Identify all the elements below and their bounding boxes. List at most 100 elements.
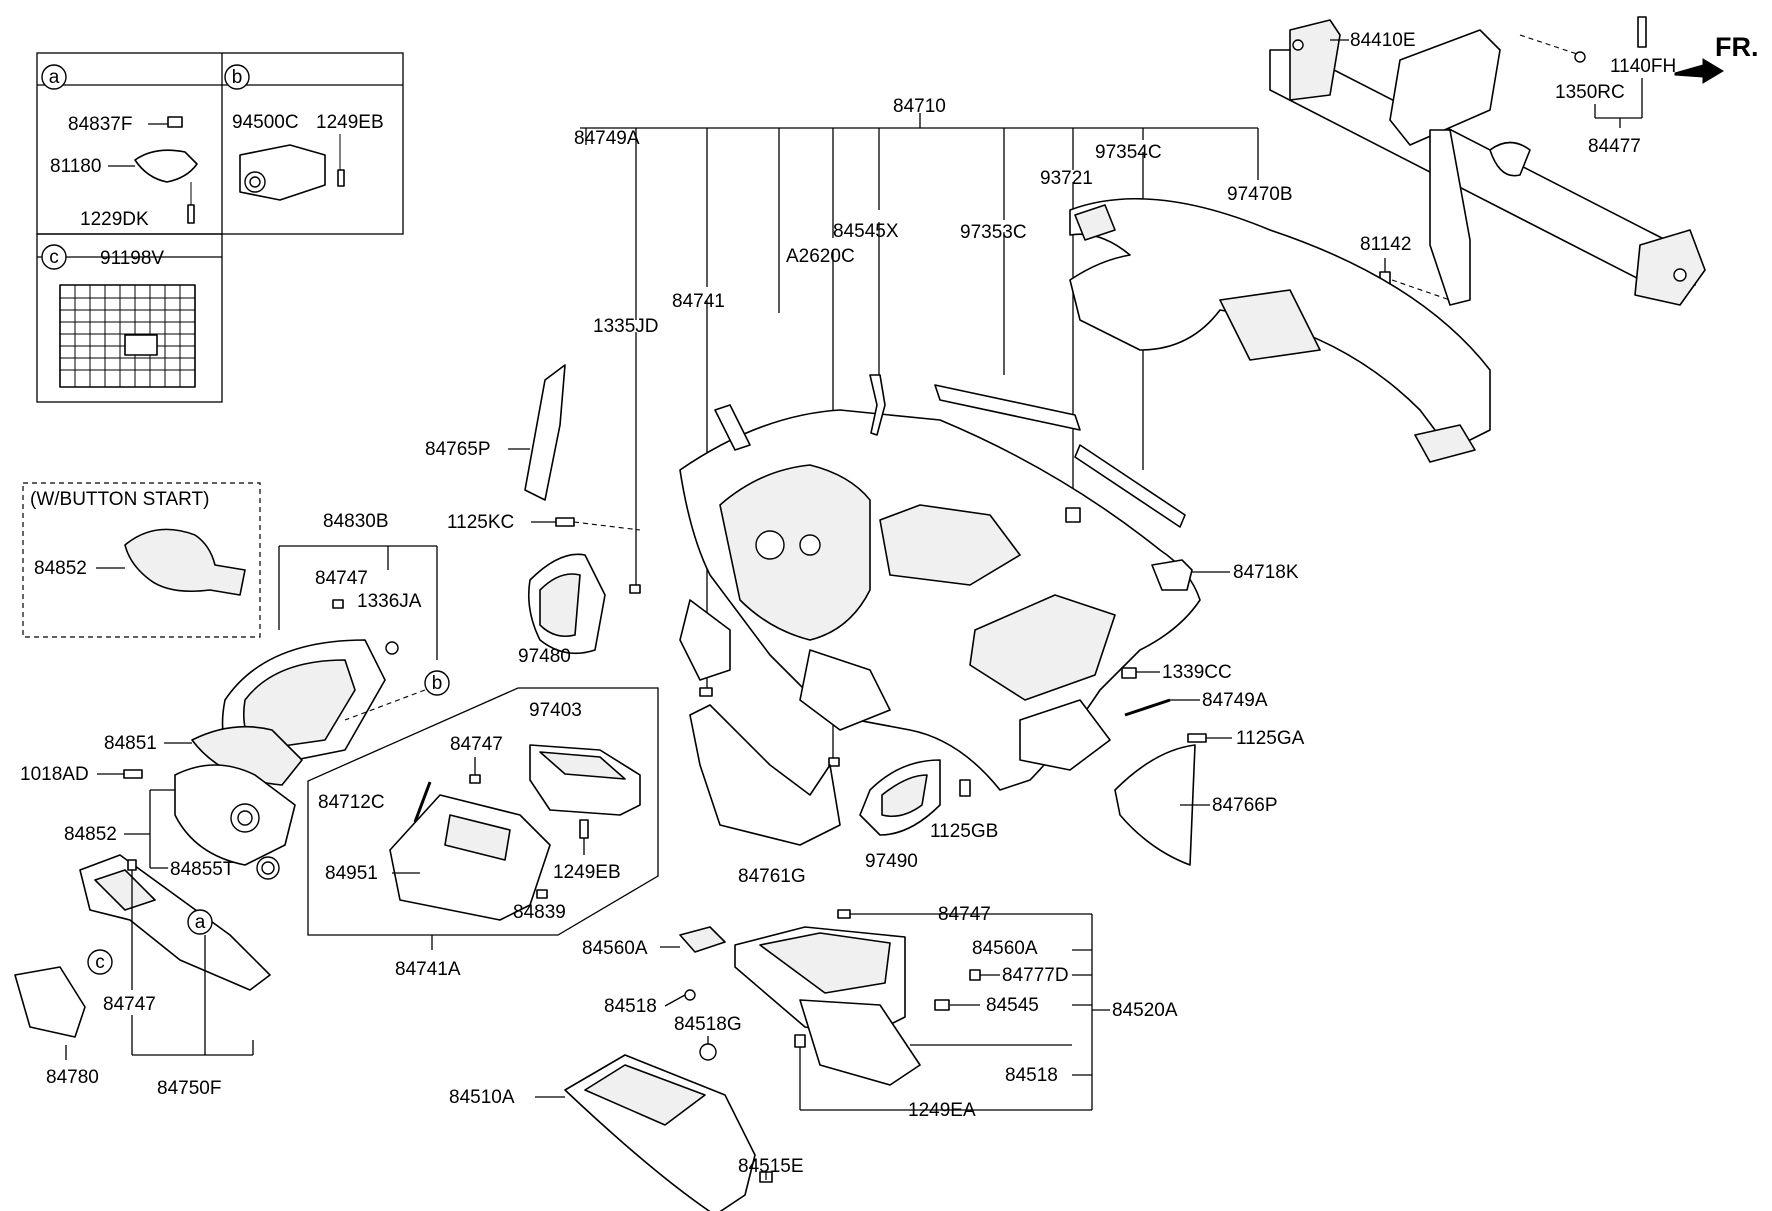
part-label: 93721 <box>1040 168 1093 189</box>
trim-strip-shape <box>413 781 432 823</box>
stopper-shape <box>684 989 696 1001</box>
part-label: 97403 <box>529 700 582 721</box>
part-label: 1336JA <box>357 591 422 612</box>
part-label: 1249EB <box>553 862 621 883</box>
part-label: 97354C <box>1095 142 1162 163</box>
part-label: 1125GB <box>930 821 998 842</box>
variant-title: (W/BUTTON START) <box>30 489 209 510</box>
bolt-shape <box>579 819 589 839</box>
part-label: 84780 <box>46 1067 99 1088</box>
part-label: 84741 <box>672 291 725 312</box>
part-label: 84545 <box>986 995 1039 1016</box>
part-label: 84750F <box>157 1078 221 1099</box>
side-cover-shape <box>524 364 566 501</box>
ref-c2-text: c <box>95 952 105 973</box>
switch-shape <box>679 926 726 953</box>
part-label: 84747 <box>450 734 503 755</box>
part-label: 84852 <box>34 558 87 579</box>
upper-shroud-shape <box>191 725 303 786</box>
defrost-nozzle-shape <box>1074 444 1186 528</box>
stopper-shape <box>699 1043 717 1061</box>
part-label: 84851 <box>104 733 157 754</box>
part-label: A2620C <box>786 246 855 267</box>
ref-circle-a2 <box>187 909 213 935</box>
inset-panel: a b c 84837F 81180 1229DK 94500C 1249EB … <box>36 52 404 403</box>
part-label: 84761G <box>738 866 806 887</box>
lower-panel-shape <box>689 704 841 846</box>
center-fascia-group: 97403 84747 84712C 84951 1249EB 84839 <box>307 687 659 936</box>
clip-shape <box>536 889 548 899</box>
ref-b-text: b <box>232 67 243 88</box>
part-label: 1125GA <box>1236 728 1305 749</box>
part-label: 84545X <box>833 221 899 242</box>
clip-shape <box>837 909 851 919</box>
part-label: 84951 <box>325 863 378 884</box>
fuse-cover-shape <box>14 966 86 1038</box>
arrow-icon <box>1674 58 1724 84</box>
ref-circle-c2 <box>87 949 113 975</box>
part-label: 84560A <box>972 938 1038 959</box>
part-label: 84410E <box>1350 30 1416 51</box>
bolt-shape <box>337 169 345 187</box>
part-label: 1018AD <box>20 764 89 785</box>
front-direction-marker: FR. <box>1674 32 1759 84</box>
part-label: 84837F <box>68 114 132 135</box>
clip-shape <box>127 859 137 871</box>
part-label: 84518 <box>604 996 657 1017</box>
fascia-panel-shape <box>389 794 551 921</box>
part-label: 1350RC <box>1555 82 1625 103</box>
bolt-shape <box>794 1034 806 1048</box>
part-label: 84747 <box>315 568 368 589</box>
bolt-shape <box>187 204 195 224</box>
side-cover-shape <box>1114 744 1196 866</box>
damper-shape <box>934 999 950 1011</box>
part-label: 84747 <box>938 904 991 925</box>
nut-shape <box>385 641 399 655</box>
part-label: 84839 <box>513 902 566 923</box>
part-label: 84515E <box>738 1156 804 1177</box>
bracket-shape <box>869 374 886 436</box>
fr-label: FR. <box>1715 32 1759 62</box>
cowl-crossmember <box>1269 16 1706 306</box>
part-label: 81180 <box>50 156 101 177</box>
part-label: 1229DK <box>80 209 149 230</box>
part-label: 97353C <box>960 222 1027 243</box>
clip-shape <box>469 774 481 784</box>
part-label: 84749A <box>574 128 640 149</box>
bracket-shape <box>1151 559 1193 591</box>
ref-circle-c <box>41 244 67 270</box>
part-label: 1339CC <box>1162 662 1232 683</box>
part-label: 84765P <box>425 439 491 460</box>
part-label: 84520A <box>1112 1000 1178 1021</box>
part-label: 91198V <box>100 248 164 269</box>
shroud-shape <box>124 528 246 596</box>
part-label: 84852 <box>64 824 117 845</box>
part-label: 84749A <box>1202 690 1268 711</box>
part-label: 1140FH <box>1610 56 1676 77</box>
part-label: 1335JD <box>593 316 659 337</box>
part-label: 1125KC <box>447 512 514 533</box>
bolt-shape <box>959 779 971 797</box>
part-label: 84777D <box>1002 965 1069 986</box>
clip-shape <box>1065 507 1081 523</box>
strip-shape <box>1124 698 1171 717</box>
bolt-shape <box>123 769 143 779</box>
part-label: 84855T <box>170 859 235 880</box>
part-label: 94500C <box>232 112 299 133</box>
nut-shape <box>1121 667 1137 679</box>
part-label: 84518 <box>1005 1065 1058 1086</box>
part-label: 1249EA <box>908 1100 976 1121</box>
ref-c-text: c <box>49 247 59 268</box>
crash-pad-body <box>679 404 1201 791</box>
glove-box-group <box>679 909 1110 1111</box>
ref-a2-text: a <box>195 912 206 933</box>
part-label: 84718K <box>1233 562 1299 583</box>
clip-shape <box>332 599 344 609</box>
part-label: 97480 <box>518 646 571 667</box>
part-label: 84830B <box>323 511 389 532</box>
ref-circle-a <box>41 64 67 90</box>
ref-a-text: a <box>49 67 60 88</box>
bolt-shape <box>555 517 575 527</box>
part-label: 97470B <box>1227 184 1293 205</box>
